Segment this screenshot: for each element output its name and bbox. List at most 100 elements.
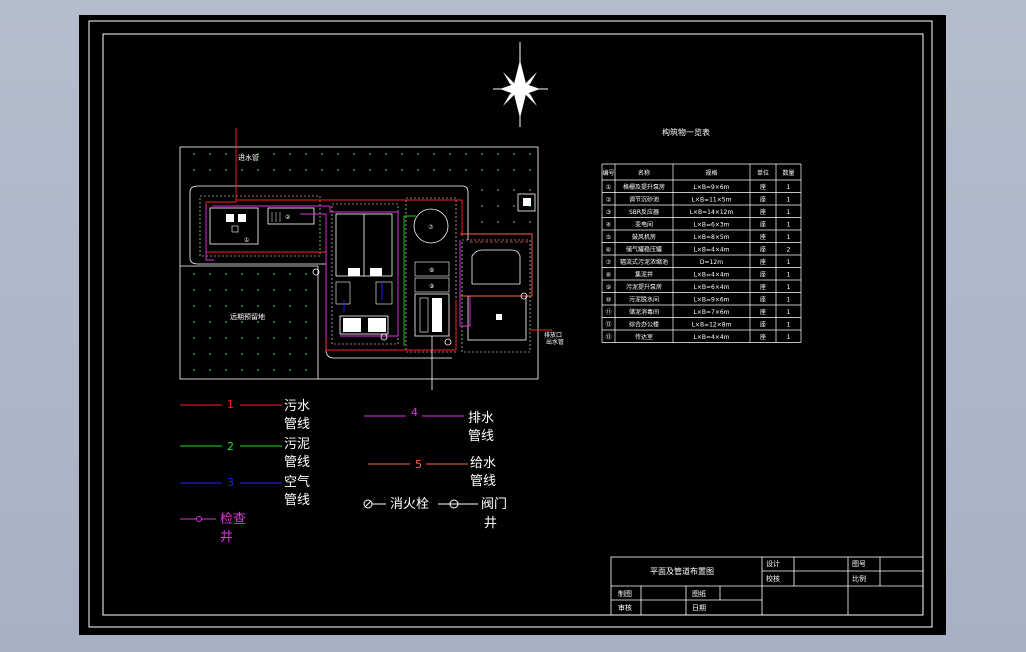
drawing-viewport[interactable]: 进水管 远期预留地 排放口 出水管 ① ② ⑦ ⑧ ⑨ 1 污水 管线 2 污泥… [79, 15, 946, 635]
tree-dot [497, 169, 499, 171]
table-cell: L×B=9×6m [693, 297, 729, 304]
table-cell: ⑬ [605, 333, 611, 341]
tree-dot [193, 305, 195, 307]
tree-dot [209, 169, 211, 171]
table-cell: 座 [760, 183, 766, 191]
table-cell: 1 [787, 259, 791, 266]
legend-sludge: 2 污泥 管线 [180, 437, 310, 470]
legend-label: 污泥 [284, 437, 310, 452]
table-cell: 1 [787, 334, 791, 341]
legend-valve: 阀门 井 [438, 497, 507, 531]
table-cell: 座 [760, 258, 766, 266]
tree-dot [241, 353, 243, 355]
tree-dot [289, 153, 291, 155]
table-cell: 1 [787, 322, 791, 329]
sludge-thickener [413, 208, 449, 244]
tree-dot [465, 153, 467, 155]
title-block: 平面及管道布置图 设计 图号 校核 比例 制图 图纸 审核 日期 [610, 556, 924, 616]
tree-dot [209, 321, 211, 323]
table-cell: 座 [760, 271, 766, 279]
legend-label: 井 [220, 530, 233, 545]
tree-dot [305, 273, 307, 275]
reserve-land-label: 远期预留地 [230, 312, 265, 321]
table-cell: ⑧ [606, 272, 611, 279]
lot-8-label: ⑧ [429, 267, 434, 274]
legend-num: 1 [227, 398, 234, 411]
table-cell: 1 [787, 197, 791, 204]
legend-sewage: 1 污水 管线 [180, 398, 310, 432]
tree-dot [369, 169, 371, 171]
tree-dot [209, 353, 211, 355]
tree-dot [257, 321, 259, 323]
table-cell: L×B=4×4m [693, 334, 729, 341]
legend-num: 3 [227, 476, 234, 489]
table-cell: L×B=9×6m [693, 184, 729, 191]
table-cell: 2 [787, 247, 791, 254]
tree-dot [273, 169, 275, 171]
table-cell: 1 [787, 297, 791, 304]
site-plan: 进水管 远期预留地 排放口 出水管 ① ② ⑦ ⑧ ⑨ [179, 128, 564, 390]
drawing-title: 平面及管道布置图 [650, 566, 714, 576]
tree-dot [401, 153, 403, 155]
tree-dot [241, 369, 243, 371]
tree-dot [241, 289, 243, 291]
table-cell: ③ [606, 209, 611, 216]
tree-dot [497, 221, 499, 223]
table-cell: 调节沉砂池 [629, 196, 659, 204]
tree-dot [241, 273, 243, 275]
tree-dot [337, 153, 339, 155]
legend-label: 空气 [284, 474, 310, 490]
table-cell: D=12m [700, 259, 723, 266]
legend-label: 管线 [284, 493, 310, 508]
tree-dot [241, 153, 243, 155]
table-cell: 座 [760, 196, 766, 204]
legend-label: 检查 [220, 512, 246, 527]
tree-dot [513, 189, 515, 191]
tree-dot [193, 289, 195, 291]
tree-dot [193, 353, 195, 355]
tree-dot [257, 153, 259, 155]
table-cell: L×B=8×5m [693, 234, 729, 241]
design-label: 设计 [766, 559, 780, 568]
legend-label: 阀门 [481, 497, 507, 512]
tree-dot [289, 337, 291, 339]
tree-dot [193, 321, 195, 323]
tree-dot [321, 169, 323, 171]
table-cell: SBR反应器 [629, 208, 659, 216]
table-cell: 传达室 [635, 333, 653, 341]
legend-num: 5 [415, 458, 422, 471]
table-header: 单位 [757, 169, 769, 177]
tree-dot [529, 153, 531, 155]
table-cell: 变电间 [635, 221, 653, 229]
tree-dot [369, 153, 371, 155]
tree-dot [257, 289, 259, 291]
tree-dot [225, 353, 227, 355]
tree-dot [225, 273, 227, 275]
tree-dot [225, 337, 227, 339]
tree-dot [257, 305, 259, 307]
tree-dot [305, 353, 307, 355]
table-header: 名称 [638, 169, 650, 177]
draw-label: 制图 [618, 589, 632, 598]
tree-dot [289, 289, 291, 291]
lot-1-label: ① [244, 237, 249, 244]
legend-label: 消火栓 [390, 497, 429, 512]
lot-2-label: ② [285, 214, 291, 221]
table-cell: 鼓风机房 [632, 233, 656, 241]
tree-dot [449, 169, 451, 171]
tree-dot [289, 321, 291, 323]
tree-dot [481, 153, 483, 155]
table-cell: L×B=4×4m [693, 247, 729, 254]
table-cell: 1 [787, 234, 791, 241]
site-boundary [179, 146, 539, 380]
table-cell: L×B=12×8m [692, 322, 732, 329]
tree-dot [193, 273, 195, 275]
gatehouse [517, 193, 536, 212]
tree-dot [529, 169, 531, 171]
legend-num: 2 [227, 440, 234, 453]
legend-drain: 4 排水 管线 [364, 406, 494, 444]
tree-dot [257, 353, 259, 355]
outlet-label: 排放口 [544, 331, 562, 339]
table-cell: 1 [787, 184, 791, 191]
tree-dot [305, 337, 307, 339]
